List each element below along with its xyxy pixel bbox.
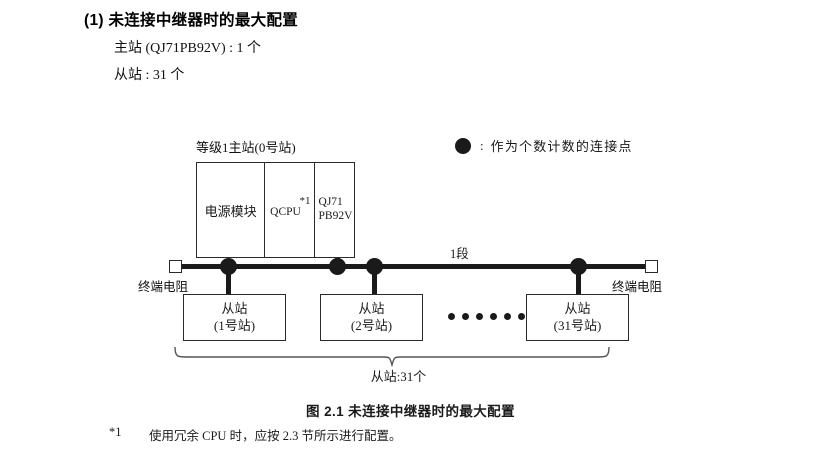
terminal-resistor-left	[169, 260, 182, 273]
master-module-assembly: 电源模块 QCPU *1 QJ71 PB92V	[196, 162, 355, 258]
slave-1-label: 从站	[221, 300, 248, 316]
power-module-label: 电源模块	[204, 203, 257, 219]
slave-total-count-label: 从站:31个	[0, 366, 821, 385]
legend-separator: :	[480, 137, 484, 153]
ellipsis-dot	[518, 313, 525, 320]
slave-drop-line-1	[226, 269, 231, 295]
footnote-text: 使用冗余 CPU 时，应按 2.3 节所示进行配置。	[149, 429, 402, 443]
footnote-mark: *1	[109, 425, 122, 439]
power-module-cell: 电源模块	[197, 163, 266, 257]
slave-drop-line-31	[576, 269, 581, 295]
cpu-footnote-mark: *1	[299, 195, 311, 207]
ellipsis-dot	[504, 313, 511, 320]
legend-label: 作为个数计数的连接点	[490, 139, 633, 154]
cpu-module-label: QCPU	[270, 206, 301, 218]
connection-dot-slave-31	[570, 258, 587, 275]
section-title-text: 未连接中继器时的最大配置	[108, 12, 299, 29]
legend: : 作为个数计数的连接点	[455, 136, 633, 155]
slave-2-number: (2号站)	[350, 317, 393, 333]
footnote: *1 使用冗余 CPU 时，应按 2.3 节所示进行配置。	[109, 425, 401, 444]
connection-dot-slave-2	[366, 258, 383, 275]
slave-station-box-1: 从站 (1号站)	[183, 294, 286, 341]
ellipsis-dot	[462, 313, 469, 320]
slave-31-label: 从站	[564, 300, 591, 316]
ellipsis-dot	[476, 313, 483, 320]
filled-circle-icon	[455, 137, 471, 154]
terminal-resistor-right-label: 终端电阻	[612, 280, 663, 294]
section-number: (1)	[84, 12, 104, 29]
connection-dot-slave-1	[220, 258, 237, 275]
figure-caption: 图 2.1 未连接中继器时的最大配置	[306, 404, 515, 419]
slave-group-brace	[174, 346, 610, 367]
spec-line-master: 主站 (QJ71PB92V) : 1 个	[114, 41, 262, 56]
slave-station-box-31: 从站 (31号站)	[526, 294, 629, 341]
cpu-module-cell: QCPU *1	[265, 163, 315, 257]
master-station-label: 等级1主站(0号站)	[196, 140, 296, 155]
slave-ellipsis-dots	[448, 313, 525, 320]
bus-trunk-line	[180, 264, 648, 269]
terminal-resistor-left-label: 终端电阻	[138, 280, 189, 294]
slave-2-label: 从站	[358, 300, 385, 316]
spec-line-slave: 从站 : 31 个	[114, 68, 185, 83]
slave-total-count-text: 从站:31个	[370, 369, 427, 384]
heading-section: (1) 未连接中继器时的最大配置 主站 (QJ71PB92V) : 1 个 从站…	[84, 8, 724, 84]
ellipsis-dot	[448, 313, 455, 320]
connection-dot-master	[329, 258, 346, 275]
network-module-cell: QJ71 PB92V	[314, 163, 354, 257]
slave-1-number: (1号站)	[213, 317, 256, 333]
ellipsis-dot	[490, 313, 497, 320]
page-title: (1) 未连接中继器时的最大配置	[84, 8, 724, 30]
slave-station-box-2: 从站 (2号站)	[320, 294, 423, 341]
slave-31-number: (31号站)	[553, 317, 602, 333]
terminal-resistor-right	[645, 260, 658, 273]
slave-drop-line-2	[372, 269, 377, 295]
network-module-label-line2: PB92V	[318, 209, 353, 222]
segment-label: 1段	[450, 247, 469, 261]
network-module-label-line1: QJ71	[318, 195, 343, 208]
network-module-label: QJ71 PB92V	[319, 195, 353, 223]
